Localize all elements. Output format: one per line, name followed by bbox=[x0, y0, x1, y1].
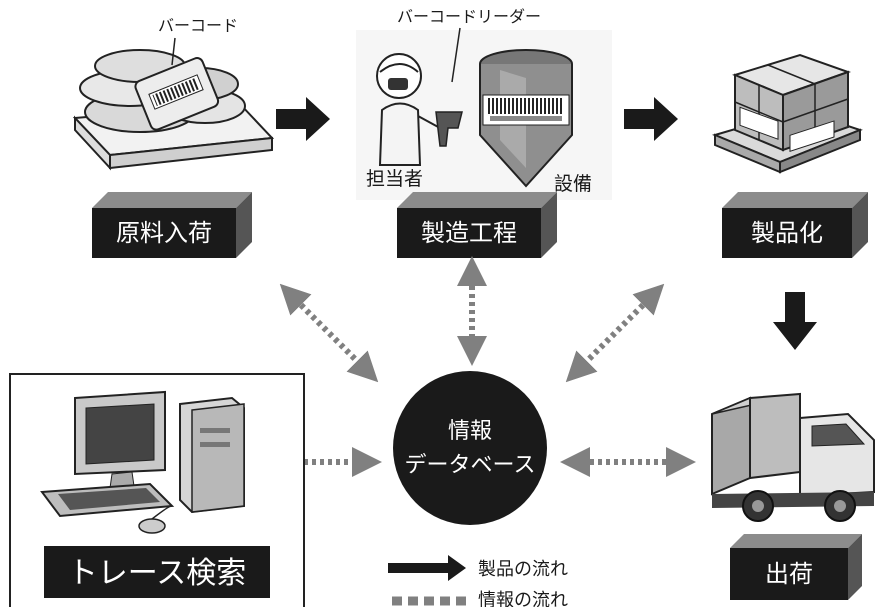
tank-icon bbox=[479, 49, 573, 188]
database-label-line1: 情報 bbox=[448, 419, 492, 444]
legend-product-flow-arrow bbox=[388, 555, 466, 581]
operator-label: 担当者 bbox=[366, 168, 423, 190]
equipment-label: 設備 bbox=[554, 173, 592, 195]
database-node: 情報 データベース bbox=[393, 371, 547, 525]
barcode-pointer bbox=[171, 37, 176, 66]
worker-icon bbox=[376, 53, 441, 166]
barcode-label: バーコード bbox=[158, 16, 238, 35]
computer-icon bbox=[40, 390, 245, 534]
barcode-reader-icon bbox=[435, 111, 463, 147]
sacks-icon bbox=[72, 49, 275, 171]
manufacturing-label: 製造工程 bbox=[421, 219, 517, 247]
pallet-boxes-icon bbox=[712, 53, 863, 174]
reader-pointer bbox=[451, 27, 461, 83]
legend: 製品の流れ 情報の流れ bbox=[388, 555, 568, 607]
trace-search-plate bbox=[44, 546, 270, 598]
flow-arrow-2 bbox=[624, 97, 678, 141]
flow-arrow-1 bbox=[276, 97, 330, 141]
flow-arrow-3 bbox=[773, 292, 817, 350]
raw-material-label: 原料入荷 bbox=[116, 219, 212, 247]
stage-plate-manufacturing: 製造工程 bbox=[397, 192, 557, 258]
shipping-label: 出荷 bbox=[765, 560, 813, 588]
legend-info-flow-label: 情報の流れ bbox=[478, 590, 568, 607]
database-label-line2: データベース bbox=[405, 453, 536, 478]
info-arrow-raw-material bbox=[279, 283, 379, 383]
stage-plate-shipping: 出荷 bbox=[730, 534, 862, 600]
stage-plate-raw-material: 原料入荷 bbox=[92, 192, 252, 258]
barcode-reader-label: バーコードリーダー bbox=[397, 7, 541, 26]
truck-icon bbox=[711, 392, 875, 522]
stage-plate-product: 製品化 bbox=[722, 192, 868, 258]
product-label: 製品化 bbox=[751, 219, 823, 247]
trace-search-label: トレース検索 bbox=[68, 556, 247, 591]
legend-product-flow-label: 製品の流れ bbox=[478, 559, 568, 580]
info-arrow-product bbox=[565, 283, 665, 383]
